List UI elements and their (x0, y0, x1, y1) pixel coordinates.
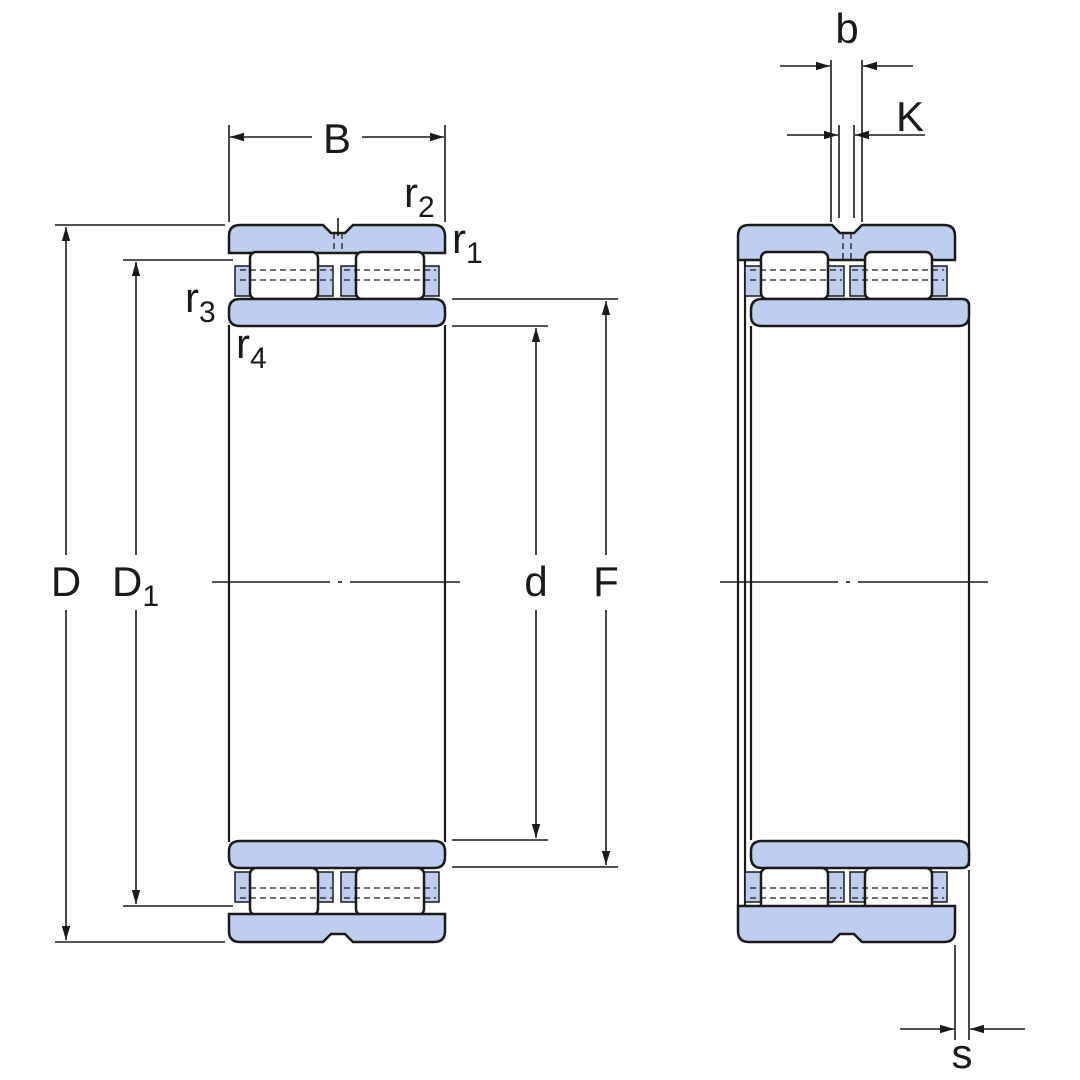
label-s: s (952, 1030, 973, 1077)
right-section-view: b K s (720, 5, 1025, 1077)
roller (354, 866, 426, 917)
label-F: F (593, 558, 619, 605)
label-b: b (835, 5, 858, 52)
inner-ring-top-right (749, 297, 971, 328)
outer-ring-top (227, 223, 447, 255)
outer-ring-bottom (227, 912, 447, 944)
inner-ring-bottom (227, 839, 447, 870)
roller (759, 250, 830, 301)
label-r1: r1 (452, 215, 483, 270)
label-r2: r2 (404, 169, 435, 224)
label-d: d (524, 558, 547, 605)
label-r3: r3 (185, 274, 216, 329)
roller (354, 250, 426, 301)
roller (248, 250, 320, 301)
label-B: B (323, 115, 351, 162)
label-K: K (896, 93, 924, 140)
outer-ring-bottom-right (736, 904, 957, 944)
roller (863, 250, 934, 301)
label-r4: r4 (236, 320, 267, 375)
inner-ring-bottom-right (749, 839, 971, 870)
inner-ring-top (227, 297, 447, 328)
label-D: D (51, 558, 81, 605)
left-section-view: B D D1 d F r2 r1 r3 r4 (51, 115, 619, 944)
label-D1: D1 (112, 558, 159, 613)
roller (248, 866, 320, 917)
